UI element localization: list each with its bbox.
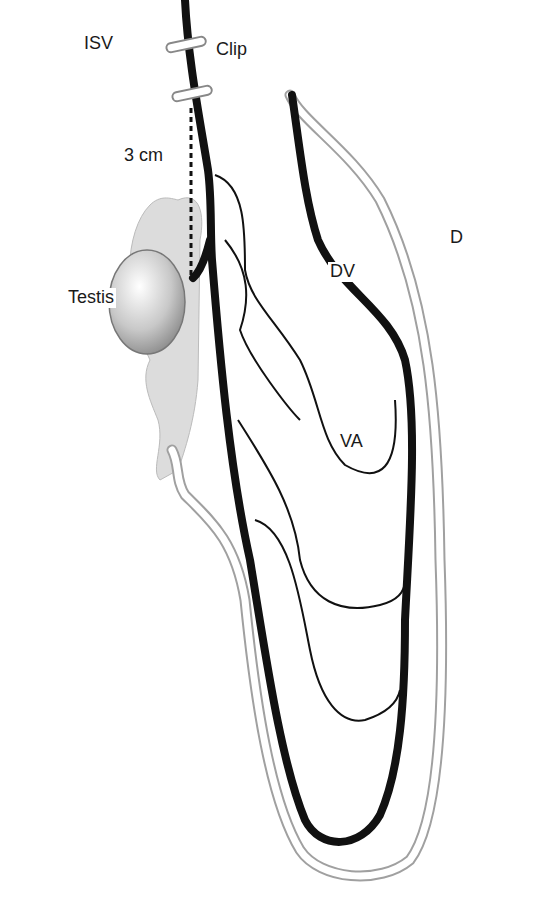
clip-label: Clip xyxy=(214,40,249,60)
collateral-veins xyxy=(215,175,405,721)
testicular-branch xyxy=(193,240,210,278)
vessel-label: ISV xyxy=(82,34,115,54)
duct-label: D xyxy=(448,228,465,248)
dimension-label: 3 cm xyxy=(122,146,165,166)
vessel-label: VA xyxy=(338,432,365,452)
spermatic-vein xyxy=(185,0,412,842)
vascular-clips xyxy=(166,36,213,102)
testis xyxy=(109,250,185,354)
vessel-label: DV xyxy=(328,262,357,282)
distance-line xyxy=(190,108,193,276)
organ-label: Testis xyxy=(66,288,116,308)
